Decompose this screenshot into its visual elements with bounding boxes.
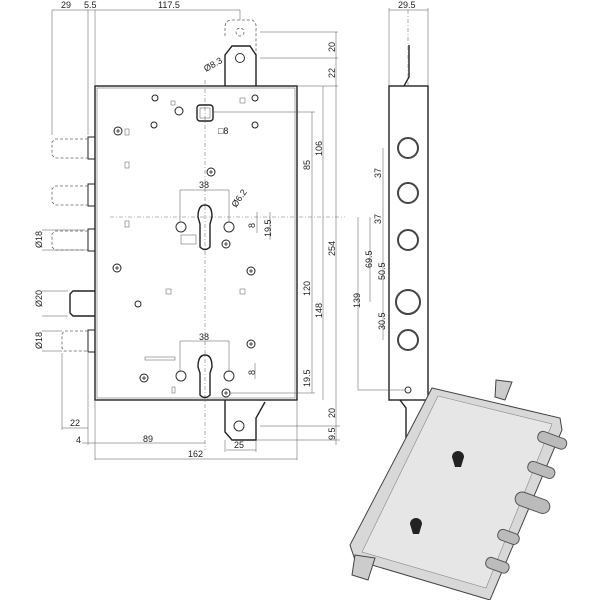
dim-backset: 89 bbox=[143, 434, 153, 444]
dim-deadbolt-dia: Ø20 bbox=[34, 290, 44, 307]
dim-120: 120 bbox=[302, 281, 312, 296]
lock-side-view bbox=[357, 8, 429, 438]
lock-case-front-view bbox=[94, 80, 345, 450]
bolts bbox=[51, 136, 96, 353]
lock-product-photo bbox=[349, 379, 568, 600]
dim-tab-height: 22 bbox=[327, 68, 337, 78]
dim-side-139: 139 bbox=[352, 293, 362, 308]
dim-side-50-5: 50.5 bbox=[377, 262, 387, 280]
dim-case-width: 162 bbox=[188, 449, 203, 459]
dim-lower-cam-offset: 19.5 bbox=[302, 369, 312, 387]
dim-tab-hole-offset: 9.5 bbox=[327, 427, 337, 440]
dim-plate-width: 29.5 bbox=[398, 0, 416, 10]
dim-side-37-b: 37 bbox=[373, 214, 383, 224]
dim-bottom-tab-height: 20 bbox=[327, 408, 337, 418]
dim-plate-gap: 4 bbox=[76, 435, 81, 445]
dim-upper-screw-offset: 8 bbox=[247, 223, 257, 228]
dim-106: 106 bbox=[314, 141, 324, 156]
dim-side-69-5: 69.5 bbox=[364, 250, 374, 268]
dim-lower-screw-offset: 8 bbox=[247, 370, 257, 375]
dim-bolt-dia-lower: Ø18 bbox=[34, 332, 44, 349]
dim-tab-width: 25 bbox=[234, 440, 244, 450]
dim-bolt-dia-upper: Ø18 bbox=[34, 231, 44, 248]
dim-tab-hole-spacing: 20 bbox=[327, 42, 337, 52]
dim-side-30-5: 30.5 bbox=[377, 312, 387, 330]
dim-upper-cam-offset: 19.5 bbox=[263, 219, 273, 237]
dim-bolt-projection: 29 bbox=[61, 0, 71, 10]
top-mounting-tab bbox=[224, 19, 257, 86]
dim-lower-screw-spacing: 38 bbox=[199, 332, 209, 342]
dim-tab-hole-dia: Ø8.3 bbox=[202, 55, 224, 73]
dim-side-37-a: 37 bbox=[373, 168, 383, 178]
dim-to-tab-center: 117.5 bbox=[158, 0, 180, 10]
dim-bolt-length: 22 bbox=[70, 418, 80, 428]
dim-254: 254 bbox=[327, 241, 337, 256]
dim-148: 148 bbox=[314, 303, 324, 318]
bottom-mounting-tab bbox=[224, 400, 266, 441]
dim-screw-dia: Ø6.2 bbox=[229, 187, 248, 209]
dim-spindle-square: □8 bbox=[218, 126, 228, 136]
dim-plate-offset: 5.5 bbox=[84, 0, 97, 10]
dim-85: 85 bbox=[302, 160, 312, 170]
dim-upper-screw-spacing: 38 bbox=[199, 180, 209, 190]
